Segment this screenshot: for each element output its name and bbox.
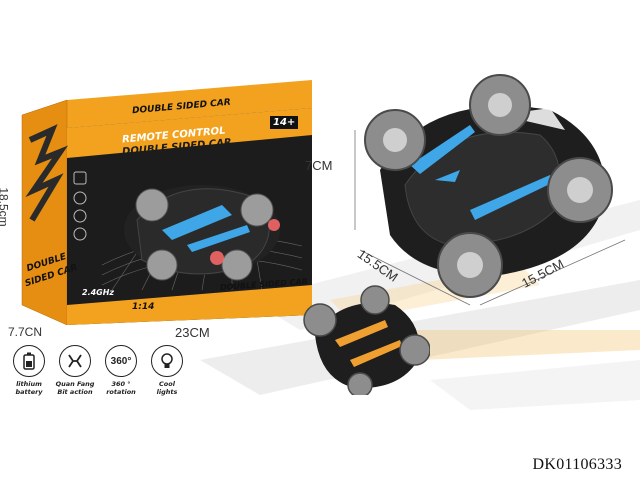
feature-label-line2: Bit action [57, 388, 93, 396]
dim-car-height: 7CM [305, 158, 333, 173]
feature-label-line1: lithium [16, 380, 42, 388]
box-car-illustration [124, 185, 280, 281]
wheel-icon [59, 345, 91, 377]
dim-box-width: 23CM [175, 325, 210, 340]
feature-label-line1: 360 ° [111, 380, 131, 388]
small-car-illustration [303, 285, 430, 395]
product-box: DOUBLE SIDED CAR REMOTE CONTROL DOUBLE S… [12, 80, 332, 326]
rotation-360-icon: 360° [105, 345, 137, 377]
feature-360-rotation: 360° 360 °rotation [100, 345, 142, 396]
box-scale: 1:14 [132, 302, 155, 312]
feature-label-line2: lights [156, 388, 178, 396]
feature-label-line2: rotation [106, 388, 136, 396]
dim-box-height: 18.5cm [0, 187, 11, 227]
age-badge: 14+ [270, 116, 299, 129]
box-illustration [21, 80, 312, 326]
feature-label-line1: Cool [159, 380, 175, 388]
battery-icon [13, 345, 45, 377]
large-car-illustration [354, 74, 626, 306]
bulb-icon [151, 345, 183, 377]
product-code: DK01106333 [532, 456, 622, 473]
feature-label-line2: battery [15, 388, 43, 396]
dim-box-depth: 7.7CN [8, 325, 43, 339]
feature-label-line1: Quan Fang [55, 380, 95, 388]
box-freq: 2.4GHz [82, 288, 115, 297]
